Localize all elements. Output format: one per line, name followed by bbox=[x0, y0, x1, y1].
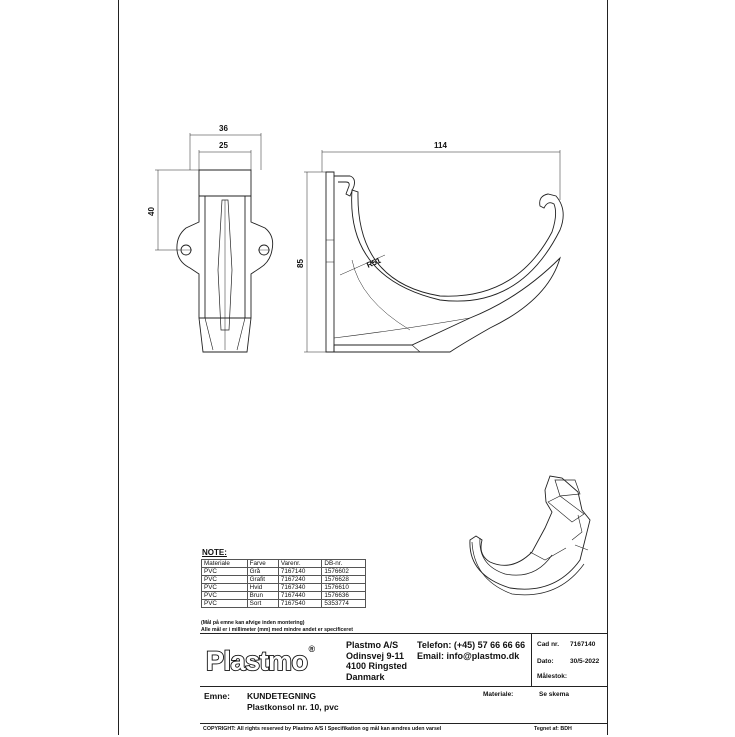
table-cell: 7167440 bbox=[277, 591, 323, 600]
drawn-by: Tegnet af: BDH bbox=[534, 726, 572, 732]
table-header: DB-nr. bbox=[321, 559, 366, 568]
sheet-frame bbox=[118, 0, 608, 735]
table-row: PVC Grå 7167140 1576602 bbox=[201, 567, 366, 576]
table-cell: Grå bbox=[246, 567, 279, 576]
dim-40: 40 bbox=[147, 207, 156, 216]
dim-114: 114 bbox=[434, 141, 447, 150]
company-contact: Telefon: (+45) 57 66 66 66 Email: info@p… bbox=[417, 640, 525, 661]
table-header-row: Materiale Farve Varenr. DB-nr. bbox=[201, 559, 366, 568]
table-cell: PVC bbox=[201, 583, 248, 592]
footnote-units: Alle mål er i millimeter (mm) med mindre… bbox=[201, 627, 353, 633]
company-street: Odinsvej 9-11 bbox=[346, 650, 405, 661]
table-cell: 5353774 bbox=[321, 599, 366, 608]
table-row: PVC Sort 7167540 5353774 bbox=[201, 599, 366, 608]
front-view bbox=[155, 133, 274, 353]
variant-table: Materiale Farve Varenr. DB-nr. PVC Grå 7… bbox=[201, 559, 366, 608]
footnote-tolerance: (Mål på emne kan afvige inden montering) bbox=[201, 620, 305, 626]
table-row: PVC Hvid 7167340 1576610 bbox=[201, 583, 366, 592]
title-block: Plastmo® Plastmo A/S Odinsvej 9-11 4100 … bbox=[200, 633, 608, 736]
table-header: Materiale bbox=[201, 559, 248, 568]
date-value: 30/5-2022 bbox=[570, 658, 600, 665]
subject-value: KUNDETEGNING Plastkonsol nr. 10, pvc bbox=[247, 691, 339, 713]
plastmo-logo: Plastmo® bbox=[205, 644, 316, 677]
side-view bbox=[304, 150, 564, 353]
table-cell: 7167540 bbox=[277, 599, 323, 608]
subject-line-1: KUNDETEGNING bbox=[247, 691, 316, 701]
cad-info-box: Cad nr. 7167140 Dato: 30/5-2022 Målestok… bbox=[531, 634, 609, 686]
company-address: Plastmo A/S Odinsvej 9-11 4100 Ringsted … bbox=[346, 640, 407, 682]
company-name: Plastmo A/S bbox=[346, 640, 399, 650]
subject-line-2: Plastkonsol nr. 10, pvc bbox=[247, 702, 339, 712]
company-email: Email: info@plastmo.dk bbox=[417, 650, 520, 661]
material-value: Se skema bbox=[539, 691, 569, 698]
table-cell: 1576636 bbox=[321, 591, 366, 600]
table-row: PVC Brun 7167440 1576636 bbox=[201, 591, 366, 600]
dim-36: 36 bbox=[219, 124, 228, 133]
scale-label: Målestok: bbox=[537, 673, 567, 680]
dim-85: 85 bbox=[296, 259, 305, 268]
copyright-text: COPYRIGHT: All rights reserved by Plastm… bbox=[203, 726, 442, 732]
table-cell: PVC bbox=[201, 567, 248, 576]
table-cell: Hvid bbox=[246, 583, 279, 592]
table-cell: Brun bbox=[246, 591, 279, 600]
copyright-row: COPYRIGHT: All rights reserved by Plastm… bbox=[200, 723, 608, 737]
table-header: Varenr. bbox=[277, 559, 323, 568]
dim-25: 25 bbox=[219, 141, 228, 150]
note-title: NOTE: bbox=[202, 548, 227, 557]
table-cell: 1576602 bbox=[321, 567, 366, 576]
table-cell: PVC bbox=[201, 591, 248, 600]
company-country: Danmark bbox=[346, 671, 385, 682]
cad-value: 7167140 bbox=[570, 641, 596, 648]
isometric-view bbox=[469, 475, 591, 596]
material-label: Materiale: bbox=[483, 691, 514, 698]
table-cell: 1576610 bbox=[321, 583, 366, 592]
registered-mark: ® bbox=[308, 644, 316, 654]
table-cell: 7167340 bbox=[277, 583, 323, 592]
company-phone: Telefon: (+45) 57 66 66 66 bbox=[417, 640, 526, 650]
table-row: PVC Grafit 7167240 1576628 bbox=[201, 575, 366, 584]
logo-text: Plastmo bbox=[205, 645, 309, 677]
table-cell: 7167140 bbox=[277, 567, 323, 576]
table-cell: Grafit bbox=[246, 575, 279, 584]
table-cell: PVC bbox=[201, 575, 248, 584]
table-cell: 1576628 bbox=[321, 575, 366, 584]
company-city: 4100 Ringsted bbox=[346, 661, 408, 671]
table-cell: PVC bbox=[201, 599, 248, 608]
table-cell: 7167240 bbox=[277, 575, 323, 584]
date-label: Dato: bbox=[537, 658, 554, 665]
cad-label: Cad nr. bbox=[537, 641, 560, 648]
title-block-header: Plastmo® Plastmo A/S Odinsvej 9-11 4100 … bbox=[200, 633, 608, 686]
subject-row: Emne: KUNDETEGNING Plastkonsol nr. 10, p… bbox=[200, 686, 608, 722]
table-header: Farve bbox=[246, 559, 279, 568]
table-cell: Sort bbox=[246, 599, 279, 608]
subject-label: Emne: bbox=[204, 691, 230, 701]
note-section: NOTE: Materiale Farve Varenr. DB-nr. PVC… bbox=[201, 548, 366, 608]
